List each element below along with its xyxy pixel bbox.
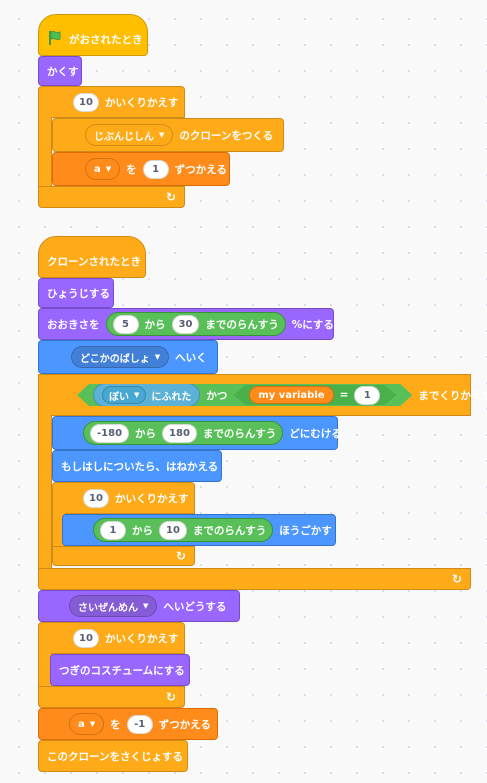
create-clone-block[interactable]: じぶんじしん ▼ のクローンをつくる [52, 118, 284, 152]
repeat-until-foot: ↻ [38, 568, 471, 590]
loop-arrow-icon: ↻ [451, 572, 462, 586]
inner-repeat-block[interactable]: 10 かいくりかえす [52, 482, 195, 514]
move-steps-block[interactable]: 1 から 10 までのらんすう ほうごかす [62, 514, 336, 546]
variable-dropdown[interactable]: a ▼ [69, 713, 105, 735]
delete-clone-block[interactable]: このクローンをさくじょする [38, 740, 188, 772]
repeat-until-block[interactable]: ぼい ▼ にふれた かつ my variable = 1 までくりかえす [38, 374, 487, 416]
inner-repeat-foot: ↻ [52, 546, 195, 566]
and-operator[interactable]: ぼい ▼ にふれた かつ my variable = 1 [77, 384, 412, 406]
go-to-layer-block[interactable]: さいぜんめん ▼ へいどうする [38, 590, 240, 622]
costume-repeat-block[interactable]: 10 かいくりかえす [38, 622, 185, 654]
goto-target-dropdown[interactable]: どこかのばしょ ▼ [71, 346, 170, 368]
layer-dropdown[interactable]: さいぜんめん ▼ [69, 595, 158, 617]
random-reporter[interactable]: -180 から 180 までのらんすう [83, 421, 284, 445]
move-to-input[interactable]: 10 [159, 520, 187, 540]
touch-target-dropdown[interactable]: ぼい ▼ [102, 386, 146, 404]
equals-value-input[interactable]: 1 [354, 386, 380, 405]
repeat-block-foot: ↻ [38, 186, 185, 208]
loop-arrow-icon: ↻ [165, 690, 176, 704]
random-to-input[interactable]: 30 [171, 314, 200, 334]
dropdown-arrow-icon: ▼ [159, 131, 165, 139]
point-in-direction-block[interactable]: -180 から 180 までのらんすう どにむける [52, 416, 342, 450]
equals-operator[interactable]: my variable = 1 [233, 385, 396, 405]
clone-target-dropdown[interactable]: じぶんじしん ▼ [85, 124, 174, 146]
hat-label: クローンされたとき [47, 255, 141, 268]
dropdown-arrow-icon: ▼ [143, 602, 149, 610]
if-on-edge-bounce-block[interactable]: もしはしについたら、はねかえる [52, 450, 222, 482]
inner-repeat-count-input[interactable]: 10 [83, 488, 109, 508]
variable-reporter[interactable]: my variable [249, 386, 333, 404]
dropdown-arrow-icon: ▼ [89, 720, 96, 728]
change-variable-block-2[interactable]: a ▼ を -1 ずつかえる [38, 708, 218, 740]
random-reporter[interactable]: 5 から 30 までのらんすう [105, 312, 286, 336]
set-size-block[interactable]: おおきさを 5 から 30 までのらんすう %にする [38, 308, 334, 340]
variable-dropdown[interactable]: a ▼ [85, 158, 121, 180]
show-block[interactable]: ひょうじする [38, 278, 114, 308]
loop-arrow-icon: ↻ [175, 549, 186, 563]
hide-block[interactable]: かくす [38, 56, 82, 86]
repeat-until-arm [38, 415, 52, 573]
change-variable-block[interactable]: a ▼ を 1 ずつかえる [52, 152, 230, 186]
repeat-count-input[interactable]: 10 [73, 92, 99, 112]
touching-reporter[interactable]: ぼい ▼ にふれた [93, 383, 200, 407]
costume-repeat-foot: ↻ [38, 686, 185, 708]
change-amount-input[interactable]: -1 [126, 714, 153, 734]
loop-arrow-icon: ↻ [165, 190, 176, 204]
next-costume-block[interactable]: つぎのコスチュームにする [50, 654, 190, 686]
change-amount-input[interactable]: 1 [142, 159, 169, 179]
go-to-block[interactable]: どこかのばしょ ▼ へいく [38, 340, 218, 374]
random-reporter[interactable]: 1 から 10 までのらんすう [93, 518, 274, 542]
dropdown-arrow-icon: ▼ [154, 353, 161, 361]
when-clone-starts-block[interactable]: クローンされたとき [38, 236, 146, 278]
direction-to-input[interactable]: 180 [162, 423, 197, 443]
hat-label: がおされたとき [69, 33, 143, 46]
repeat-block[interactable]: 10 かいくりかえす [38, 86, 185, 118]
when-flag-clicked-block[interactable]: がおされたとき [38, 14, 148, 56]
direction-from-input[interactable]: -180 [90, 423, 130, 443]
green-flag-icon [47, 30, 63, 49]
move-from-input[interactable]: 1 [100, 520, 126, 540]
repeat-block-arm [38, 117, 52, 190]
dropdown-arrow-icon: ▼ [134, 391, 140, 399]
costume-repeat-count-input[interactable]: 10 [73, 628, 99, 648]
dropdown-arrow-icon: ▼ [105, 165, 112, 173]
random-from-input[interactable]: 5 [112, 314, 139, 334]
